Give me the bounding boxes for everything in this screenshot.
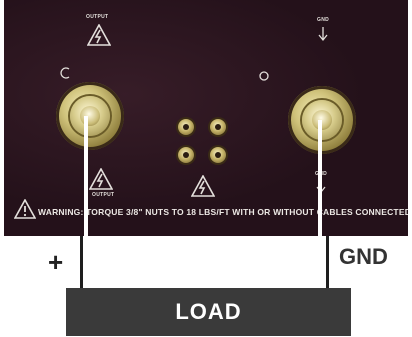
sense-stud bbox=[210, 147, 226, 163]
torque-warning-text: WARNING: TORQUE 3/8" NUTS TO 18 LBS/FT W… bbox=[38, 207, 408, 217]
gnd-top-label: GND bbox=[317, 17, 330, 23]
load-box: LOAD bbox=[66, 288, 351, 336]
output-terminal-bolt bbox=[80, 106, 100, 126]
gnd-terminal bbox=[288, 86, 356, 154]
rotation-mark-icon bbox=[60, 67, 70, 79]
ground-arrow-icon bbox=[318, 27, 328, 42]
positive-wire bbox=[84, 116, 88, 288]
output-top-label: OUTPUT bbox=[86, 14, 109, 20]
output-bottom-label: OUTPUT bbox=[92, 192, 115, 198]
high-voltage-warning-icon-lower bbox=[89, 168, 113, 190]
gnd-label: GND bbox=[339, 244, 388, 269]
warning-triangle-icon bbox=[14, 199, 36, 219]
ground-lead-shadow bbox=[326, 236, 329, 288]
rotation-mark-icon-right bbox=[259, 71, 269, 81]
output-terminal bbox=[56, 82, 124, 150]
positive-lead-shadow bbox=[80, 236, 83, 288]
sense-stud bbox=[178, 119, 194, 135]
positive-label: + bbox=[48, 247, 64, 277]
high-voltage-warning-icon bbox=[87, 24, 111, 46]
ground-wire bbox=[318, 120, 322, 288]
high-voltage-warning-icon-center bbox=[191, 175, 215, 197]
power-supply-panel: OUTPUT GND OUTPUT GND bbox=[4, 0, 408, 236]
sense-stud bbox=[210, 119, 226, 135]
load-label: LOAD bbox=[175, 299, 242, 324]
sense-stud bbox=[178, 147, 194, 163]
gnd-terminal-bolt bbox=[312, 110, 332, 130]
